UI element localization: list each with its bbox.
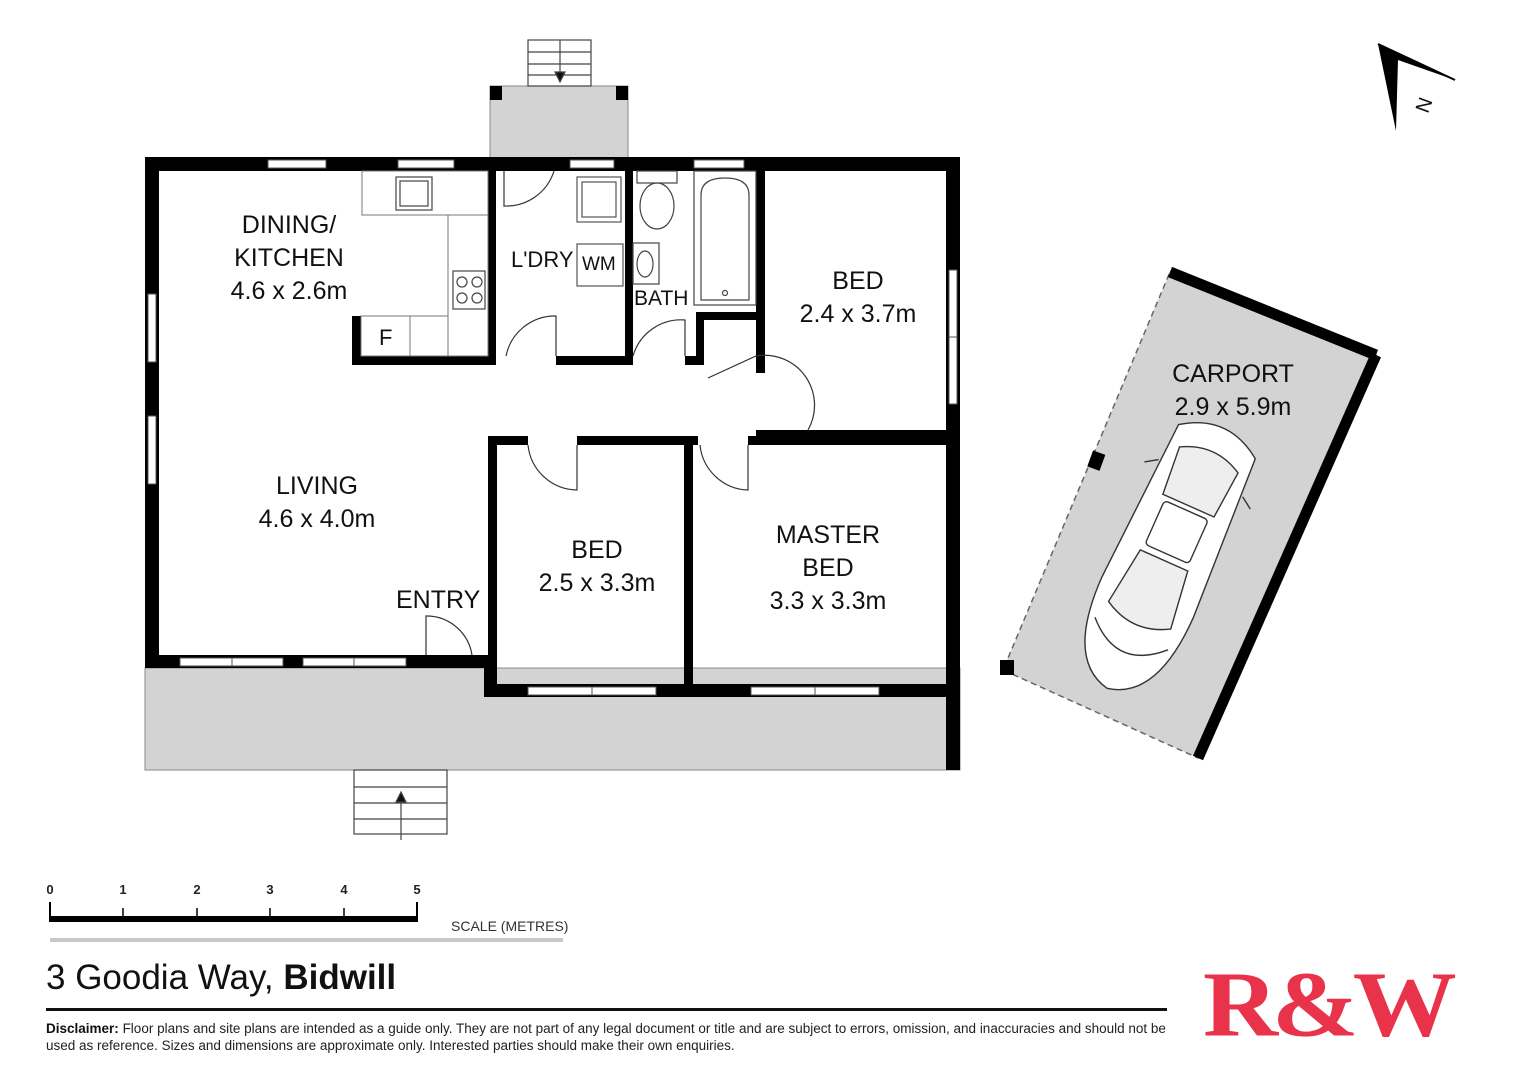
rear-steps — [527, 39, 592, 87]
label-dining-kitchen: DINING/ KITCHEN 4.6 x 2.6m — [230, 211, 348, 305]
fridge — [360, 315, 411, 357]
label-living: LIVING 4.6 x 4.0m — [258, 472, 376, 533]
scale-tick-1: 1 — [119, 882, 127, 897]
label-fridge: F — [379, 325, 393, 350]
kitchen-sink — [395, 176, 433, 211]
property-address: 3 Goodia Way, Bidwill — [46, 958, 396, 998]
disclaimer-heading: Disclaimer: — [46, 1021, 119, 1036]
label-carport: CARPORT 2.9 x 5.9m — [1172, 360, 1294, 421]
address-street: 3 Goodia Way, — [46, 958, 274, 997]
bathtub — [693, 170, 757, 306]
front-steps — [353, 769, 448, 840]
label-bath: BATH — [634, 287, 689, 310]
scale-tick-2: 2 — [193, 882, 201, 897]
label-bed-mid: BED 2.5 x 3.3m — [538, 536, 656, 597]
basin — [632, 242, 660, 285]
label-entry: ENTRY — [396, 586, 481, 614]
disclaimer-text: Floor plans and site plans are intended … — [46, 1021, 1166, 1053]
kitchen-bench — [360, 170, 489, 357]
scale-title: SCALE (METRES) — [451, 918, 569, 934]
doors — [425, 170, 816, 656]
agency-logo: R&W — [1203, 952, 1457, 1057]
footer-divider — [46, 1008, 1167, 1011]
scale-tick-3: 3 — [266, 882, 274, 897]
laundry-fixtures — [576, 176, 624, 287]
cooktop — [452, 270, 486, 310]
scale-tick-4: 4 — [340, 882, 348, 897]
rear-landing — [489, 85, 629, 159]
toilet — [636, 170, 678, 230]
north-arrow-icon — [1377, 43, 1456, 131]
scale-tick-5: 5 — [413, 882, 421, 897]
car-icon — [1084, 421, 1257, 691]
address-suburb: Bidwill — [283, 958, 397, 997]
scale-bar — [49, 902, 563, 942]
scale-tick-0: 0 — [46, 882, 54, 897]
label-washing-machine: WM — [582, 254, 616, 275]
label-laundry: L'DRY — [511, 247, 574, 272]
label-master-bed: MASTER BED 3.3 x 3.3m — [769, 521, 887, 615]
label-bed-ne: BED 2.4 x 3.7m — [799, 267, 917, 328]
front-deck — [144, 667, 961, 771]
disclaimer: Disclaimer: Floor plans and site plans a… — [46, 1020, 1176, 1054]
